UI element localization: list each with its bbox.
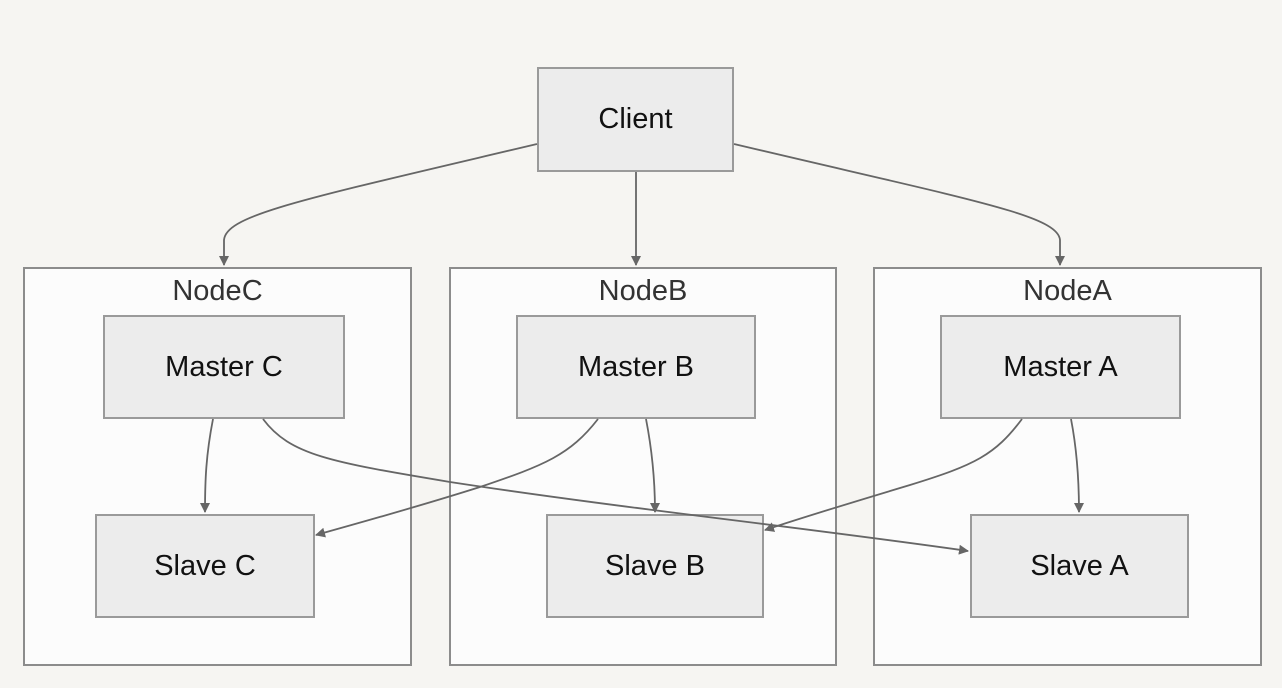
- node-slave-c[interactable]: Slave C: [95, 514, 315, 618]
- node-slave-a[interactable]: Slave A: [970, 514, 1189, 618]
- edge-master-c-slave-c: [200, 418, 214, 513]
- edge-master-b-slave-c: [315, 418, 599, 538]
- node-client[interactable]: Client: [537, 67, 734, 172]
- edge-client-master-c: [219, 143, 538, 266]
- cluster-label-nodec: NodeC: [172, 275, 263, 307]
- edge-master-b-slave-b: [645, 418, 660, 513]
- cluster-label-nodeb: NodeB: [598, 275, 688, 307]
- node-slave-b[interactable]: Slave B: [546, 514, 764, 618]
- edge-client-master-a: [733, 143, 1065, 266]
- node-master-b[interactable]: Master B: [516, 315, 756, 419]
- cluster-label-nodea: NodeA: [1023, 275, 1112, 307]
- edge-master-c-slave-a: [262, 418, 969, 555]
- node-master-a[interactable]: Master A: [940, 315, 1181, 419]
- node-master-c[interactable]: Master C: [103, 315, 345, 419]
- edge-master-a-slave-a: [1070, 418, 1084, 513]
- edge-master-a-slave-b: [764, 418, 1023, 532]
